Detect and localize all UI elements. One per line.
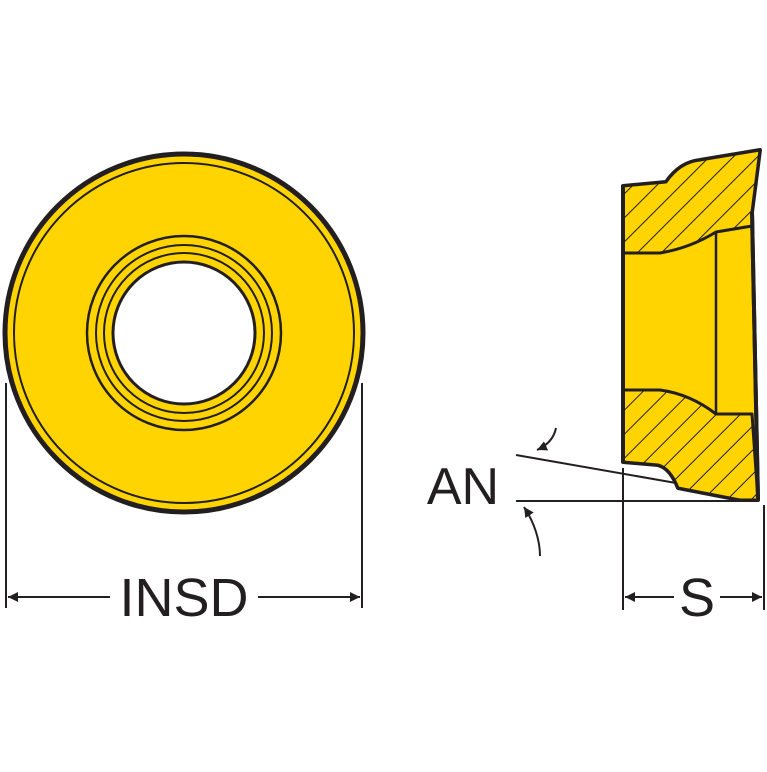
insert-counterbore-outer	[85, 234, 283, 432]
insert-edge-chamfer	[13, 162, 355, 504]
an-arrow-lower	[523, 506, 541, 557]
cross-section-hatch-bottom	[621, 388, 760, 502]
an-label: AN	[427, 458, 499, 516]
insd-label: INSD	[119, 568, 248, 628]
an-reference-line-angled	[515, 454, 677, 484]
an-dimension: AN	[427, 427, 742, 557]
insert-top-view	[2, 151, 366, 515]
an-arrow-upper	[536, 427, 557, 451]
insert-counterbore-mid	[95, 244, 273, 422]
insd-dimension: INSD	[5, 383, 363, 628]
s-label: S	[679, 568, 715, 628]
s-dimension: S	[622, 468, 765, 628]
insert-cross-section	[621, 148, 762, 502]
cross-section-outline	[621, 186, 760, 501]
insert-counterbore-inner	[103, 252, 265, 414]
insert-center-hole	[111, 260, 257, 406]
